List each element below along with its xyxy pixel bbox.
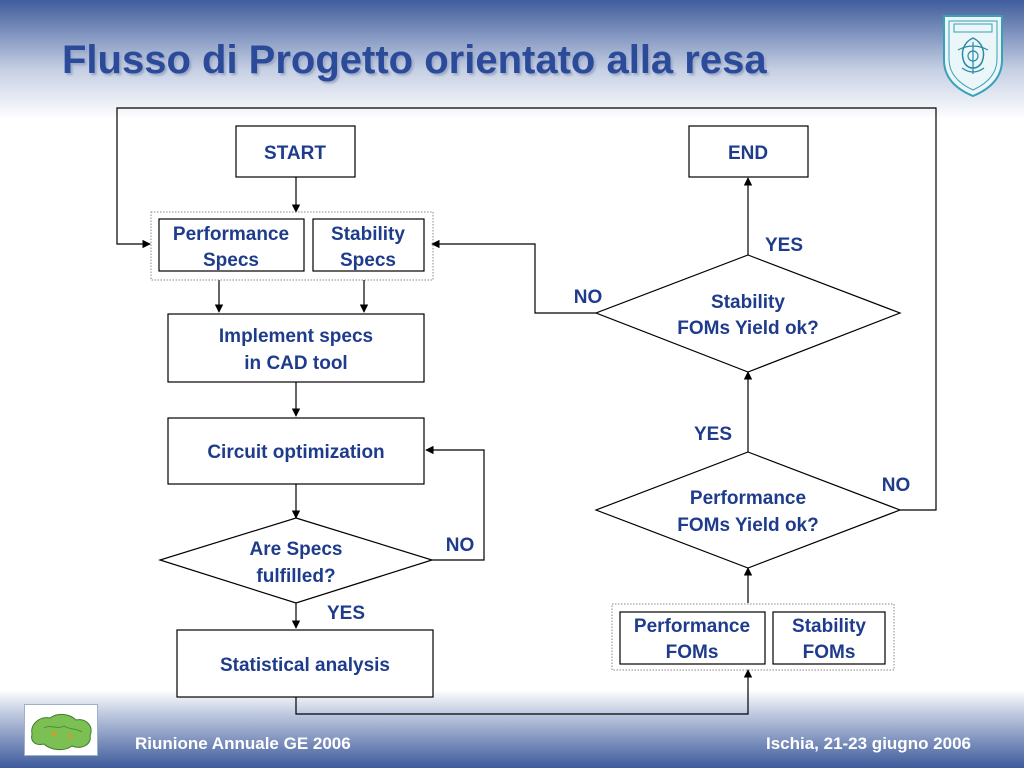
- stability-foms-label-line2: FOMs: [803, 642, 856, 663]
- statistical-analysis-label: Statistical analysis: [220, 655, 390, 676]
- university-seal-icon: [943, 15, 1003, 98]
- performance-yield-label-line2: FOMs Yield ok?: [677, 515, 818, 536]
- footer-event-name: Riunione Annuale GE 2006: [135, 734, 351, 753]
- specs-yes-label: YES: [327, 603, 365, 624]
- specs-group: [150, 211, 434, 281]
- end-label: END: [728, 143, 768, 164]
- circuit-optimization-label: Circuit optimization: [207, 442, 384, 463]
- performance-foms-label-line2: FOMs: [666, 642, 719, 663]
- start-node: [235, 125, 356, 178]
- performance-specs-node: [158, 218, 305, 272]
- slide-title: Flusso di Progetto orientato alla resa: [62, 38, 767, 82]
- specs-no-label: NO: [446, 535, 475, 556]
- performance-no-label: NO: [882, 475, 911, 496]
- performance-yield-label-line1: Performance: [690, 488, 806, 509]
- stability-specs-node: [312, 218, 425, 272]
- stability-foms-label-line1: Stability: [792, 616, 866, 637]
- stability-yield-label-line1: Stability: [711, 292, 785, 313]
- performance-foms-node: [619, 611, 766, 665]
- performance-foms-label-line1: Performance: [634, 616, 750, 637]
- implement-specs-label-line1: Implement specs: [219, 326, 373, 347]
- specs-fulfilled-label-line2: fulfilled?: [256, 566, 335, 587]
- statistical-analysis-node: [176, 629, 434, 698]
- stability-yes-label: YES: [765, 235, 803, 256]
- stability-yield-label-line2: FOMs Yield ok?: [677, 318, 818, 339]
- performance-yes-label: YES: [694, 424, 732, 445]
- performance-specs-label-line2: Specs: [203, 250, 259, 271]
- stability-specs-label-line1: Stability: [331, 224, 405, 245]
- region-map-logo-icon: [24, 704, 98, 756]
- end-node: [688, 125, 809, 178]
- start-label: START: [264, 143, 326, 164]
- circuit-optimization-node: [167, 417, 425, 485]
- foms-group: [611, 603, 895, 671]
- footer-date-place: Ischia, 21-23 giugno 2006: [765, 734, 971, 753]
- flow-connectors: [116, 107, 937, 715]
- specs-fulfilled-label-line1: Are Specs: [250, 539, 343, 560]
- implement-specs-label-line2: in CAD tool: [244, 353, 347, 374]
- implement-specs-node: [167, 313, 425, 383]
- stability-specs-label-line2: Specs: [340, 250, 396, 271]
- specs-fulfilled-decision: [157, 517, 435, 604]
- stability-yield-decision: [594, 254, 902, 373]
- stability-foms-node: [772, 611, 886, 665]
- performance-yield-decision: [594, 451, 902, 569]
- stability-no-label: NO: [574, 287, 603, 308]
- performance-specs-label-line1: Performance: [173, 224, 289, 245]
